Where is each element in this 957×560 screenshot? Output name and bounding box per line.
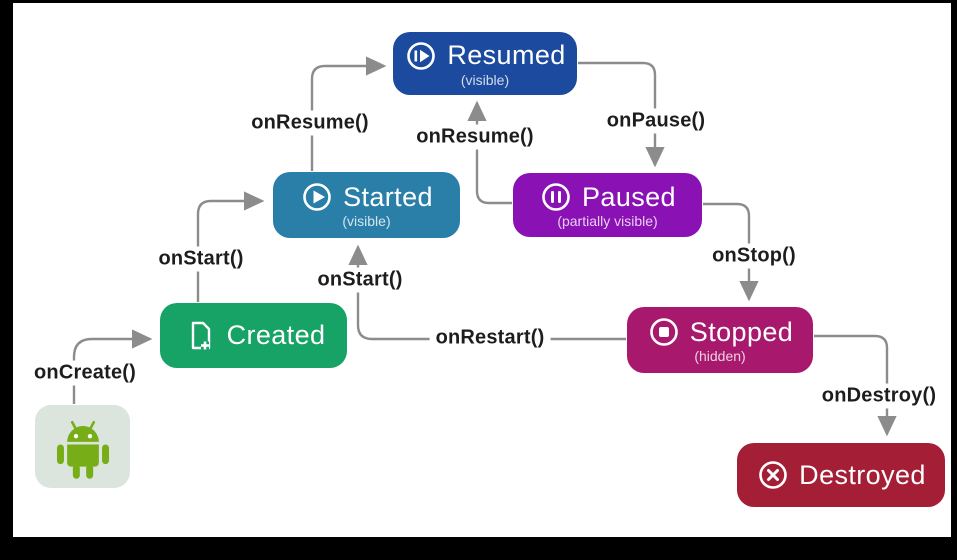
android-start-node — [35, 405, 130, 488]
edge-onresume-arrow — [310, 56, 387, 171]
state-node-paused: Paused (partially visible) — [513, 173, 702, 237]
state-label: Paused — [582, 181, 676, 212]
edge-label-onstop: onStop() — [706, 243, 802, 269]
state-sublabel: (visible) — [460, 71, 510, 88]
edge-oncreate-arrow — [72, 329, 153, 404]
edge-label-onpause: onPause() — [600, 108, 712, 134]
edge-onstop-arrow — [703, 202, 759, 302]
edge-label-onstart-2: onStart() — [311, 267, 409, 293]
edge-label-ondestroy: onDestroy() — [815, 383, 943, 409]
edge-label-onresume-2: onResume() — [410, 124, 540, 150]
x-circle-icon — [756, 458, 790, 492]
edge-label-oncreate: onCreate() — [27, 360, 143, 386]
state-node-started: Started (visible) — [273, 172, 460, 238]
state-label: Resumed — [447, 40, 566, 71]
state-sublabel: (hidden) — [694, 348, 746, 365]
edge-onrestart-onstart-arrow — [348, 244, 626, 341]
edge-label-onrestart: onRestart() — [429, 325, 551, 351]
edge-label-onresume-1: onResume() — [245, 110, 375, 136]
state-sublabel: (partially visible) — [557, 213, 658, 230]
state-node-destroyed: Destroyed — [737, 443, 945, 507]
state-sublabel: (visible) — [342, 213, 391, 230]
state-node-resumed: Resumed (visible) — [393, 32, 577, 95]
state-node-stopped: Stopped (hidden) — [627, 307, 813, 373]
state-node-created: Created — [160, 303, 347, 368]
resume-circle-icon — [404, 39, 438, 73]
edge-onresume2-arrow — [467, 100, 512, 205]
state-label: Destroyed — [799, 459, 926, 490]
state-label: Created — [226, 320, 326, 350]
edge-label-onstart-1: onStart() — [152, 246, 250, 272]
pause-circle-icon — [539, 180, 573, 214]
edge-onpause-arrow — [578, 61, 665, 168]
state-label: Started — [343, 181, 433, 212]
play-circle-icon — [300, 180, 334, 214]
android-robot-icon — [50, 414, 116, 480]
stop-circle-icon — [647, 315, 681, 349]
edge-onstart-arrow — [196, 191, 265, 302]
edge-ondestroy-arrow — [814, 334, 897, 437]
state-label: Stopped — [689, 316, 794, 347]
file-plus-icon — [182, 318, 218, 354]
